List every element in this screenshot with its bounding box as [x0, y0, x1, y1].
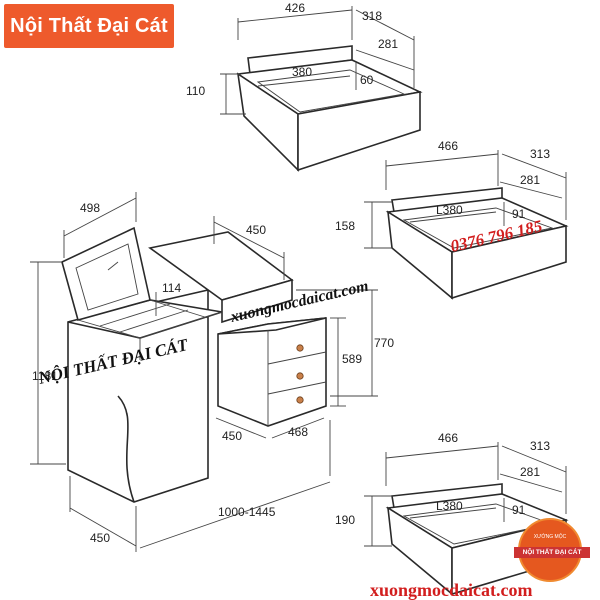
drawer-bottom-width: 466 [438, 431, 458, 445]
drawer-top-width: 426 [285, 1, 305, 15]
logo-top-text: XƯỞNG MỘC [533, 534, 567, 540]
table-cabinet-depth: 450 [222, 429, 242, 443]
table-lid-width: 498 [80, 201, 100, 215]
table-depth: 450 [90, 531, 110, 545]
drawer-mid-height: 158 [335, 219, 355, 233]
brand-banner: Nội Thất Đại Cát [4, 4, 174, 48]
table-length: 1000-1445 [218, 505, 276, 519]
drawer-bottom-rail: 91 [512, 503, 526, 517]
drawer-mid-inner-depth: 281 [520, 173, 540, 187]
table-cabinet-width: 468 [288, 425, 308, 439]
drawer-top-inner-width: 380 [292, 65, 312, 79]
drawer-middle: 466 313 281 L380 91 158 [335, 139, 569, 300]
drawer-bottom-inner-depth: 281 [520, 465, 540, 479]
brand-logo: XƯỞNG MỘC NỘI THẤT ĐẠI CÁT [514, 518, 590, 582]
drawer-mid-inner-width: L380 [436, 203, 463, 217]
table-top-width: 450 [246, 223, 266, 237]
drawer-bottom-inner-width: L380 [436, 499, 463, 513]
drawer-top: 426 318 281 380 60 110 [186, 1, 423, 172]
drawer-top-height: 110 [186, 84, 205, 98]
dressing-table: 498 450 114 1181 589 770 450 468 1000-14… [30, 192, 394, 552]
drawer-top-rail: 60 [360, 73, 374, 87]
logo-main-text: NỘI THẤT ĐẠI CÁT [514, 547, 590, 558]
table-height: 770 [374, 336, 394, 350]
drawer-mid-depth: 313 [530, 147, 550, 161]
table-compartment: 114 [162, 281, 181, 295]
drawer-bottom: 466 313 281 L380 91 190 [335, 431, 569, 596]
drawer-top-depth: 318 [362, 9, 382, 23]
drawer-bottom-depth: 313 [530, 439, 550, 453]
drawer-top-inner-depth: 281 [378, 37, 398, 51]
drawer-mid-rail: 91 [512, 207, 526, 221]
watermark-website-bottom: xuongmocdaicat.com [370, 580, 532, 600]
drawer-bottom-height: 190 [335, 513, 355, 527]
table-cabinet-height: 589 [342, 352, 362, 366]
table-total-height: 1181 [32, 369, 58, 383]
brand-title: Nội Thất Đại Cát [10, 15, 168, 37]
drawer-mid-width: 466 [438, 139, 458, 153]
